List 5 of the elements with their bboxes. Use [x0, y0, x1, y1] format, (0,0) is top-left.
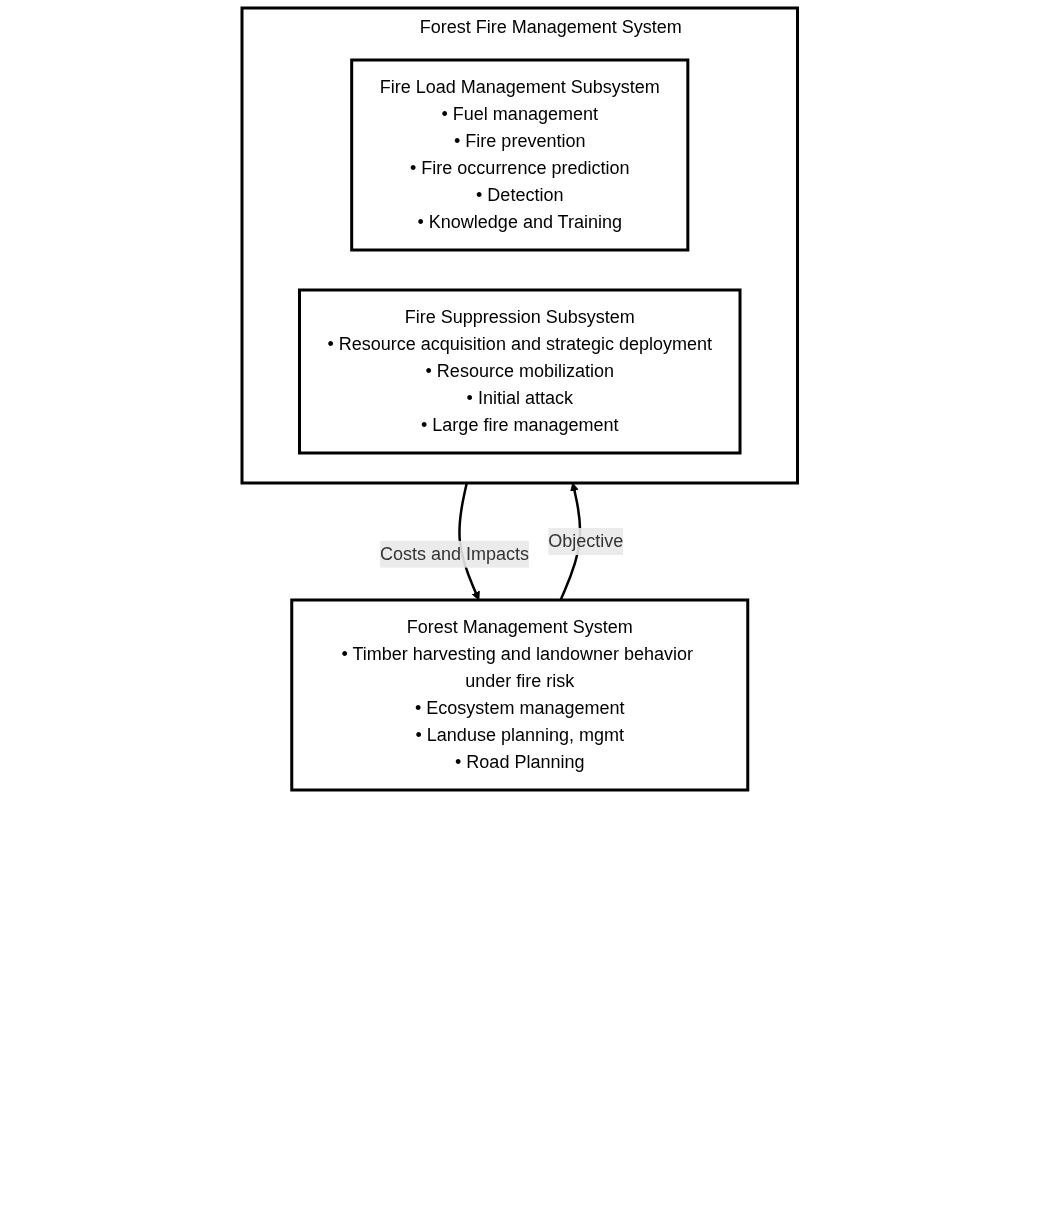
node-box: Fire Load Management Subsystem • Fuel management • Fire prevention • Fire occurrence prediction • Detection • Knowledge and Training: [350, 58, 690, 252]
node-box: Fire Suppression Subsystem • Resource acquisition and strategic deployment • Resource mobilization • Initial attack • Large fire management: [298, 288, 742, 455]
edge-label: Costs and Impacts: [380, 543, 530, 564]
node-box: Forest Management System • Timber harvesting and landowner behavior under fire risk • Ecosystem management • Landuse planning, mgmt • Road Planning: [290, 598, 750, 792]
edge-label: Objective: [548, 531, 624, 551]
